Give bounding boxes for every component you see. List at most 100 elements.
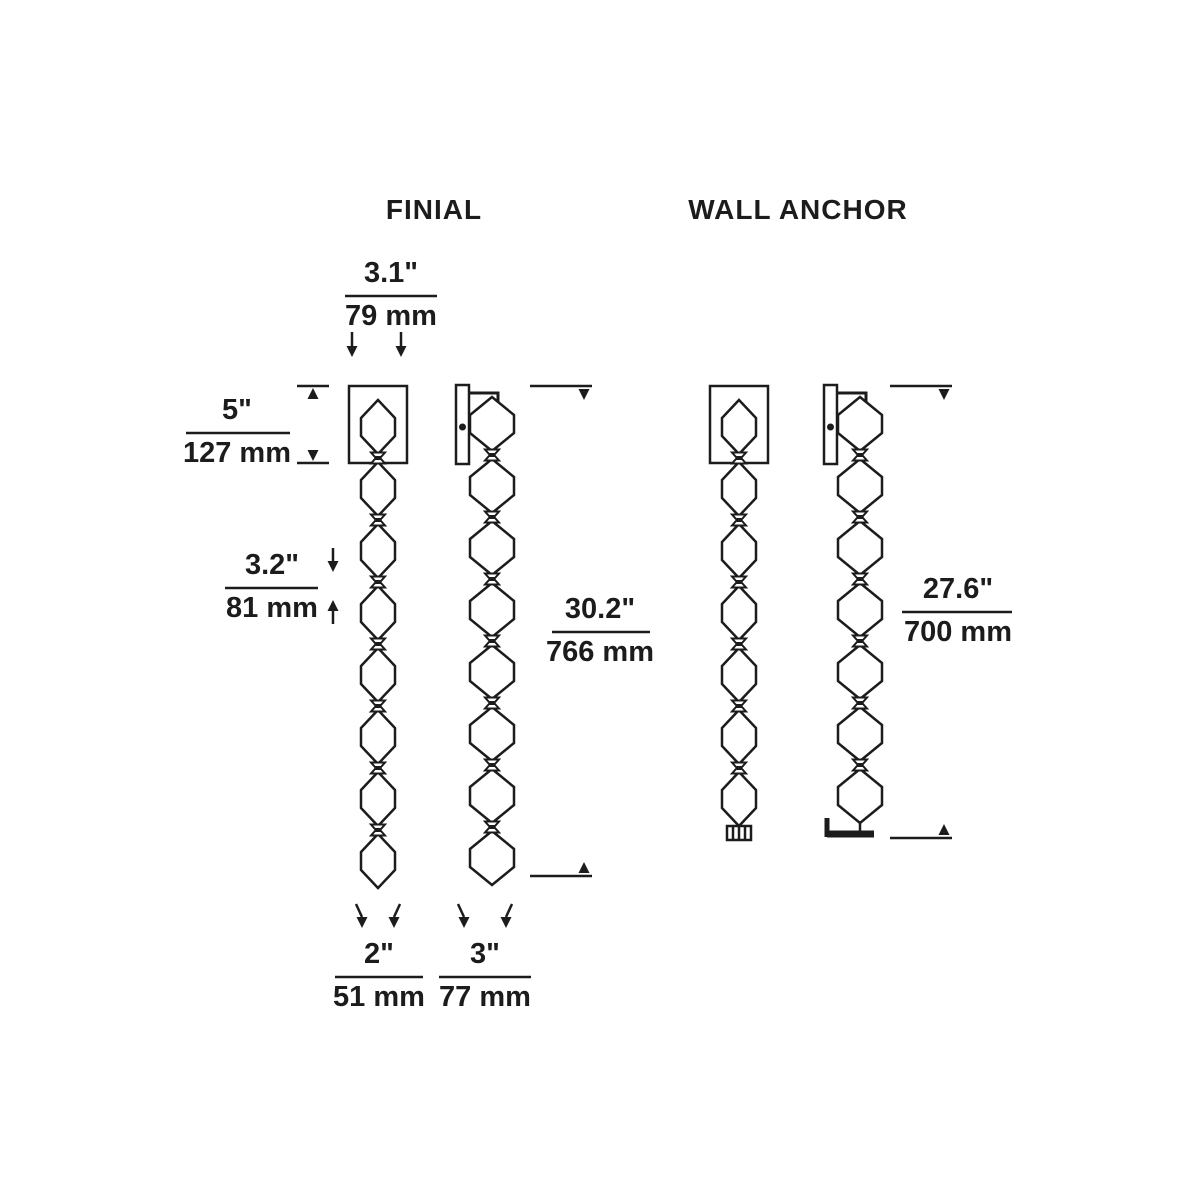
knot — [852, 510, 868, 524]
arrowhead-down — [327, 561, 339, 572]
knot — [731, 451, 747, 465]
bead — [720, 646, 758, 704]
dim-mount-width: 3.1" 79 mm — [345, 257, 437, 357]
bead — [720, 460, 758, 518]
knot — [731, 761, 747, 775]
bead — [359, 522, 397, 580]
wall-anchor-arm — [824, 818, 874, 838]
bead — [359, 460, 397, 518]
bead — [720, 584, 758, 642]
screw-dot — [827, 423, 834, 431]
dim-mm-label: 766 mm — [546, 636, 654, 668]
dim-mm-label: 81 mm — [226, 592, 318, 624]
knot — [731, 575, 747, 589]
knot — [731, 699, 747, 713]
dim-inches-label: 3" — [470, 938, 500, 970]
bead — [468, 457, 516, 515]
bead — [720, 770, 758, 828]
bead — [836, 705, 884, 763]
knot — [484, 448, 500, 462]
dim-inches-label: 5" — [222, 394, 252, 426]
dim-mm-label: 700 mm — [904, 616, 1012, 648]
knot — [484, 696, 500, 710]
arrowhead-down — [500, 917, 512, 928]
arrowhead-down — [578, 389, 590, 400]
knot — [484, 820, 500, 834]
finial-side-view — [454, 383, 516, 887]
arrowhead-up — [307, 388, 319, 399]
finial-front-view — [347, 384, 409, 890]
knot — [731, 637, 747, 651]
bead — [468, 767, 516, 825]
arrowhead-down — [395, 346, 407, 357]
dim-inches-label: 27.6" — [923, 573, 993, 605]
dim-segment-height: 3.2" 81 mm — [225, 548, 339, 624]
bead — [359, 832, 397, 890]
arrowhead-down — [388, 917, 400, 928]
bead — [720, 398, 758, 456]
knot — [370, 823, 386, 837]
bead — [720, 708, 758, 766]
knot — [852, 758, 868, 772]
bead — [836, 395, 884, 453]
knot — [731, 513, 747, 527]
dim-finial-overall: 30.2" 766 mm — [530, 384, 654, 878]
screw-dot — [459, 423, 466, 431]
knot — [484, 634, 500, 648]
wall-anchor-title: WALL ANCHOR — [688, 194, 907, 225]
anchor-front-view — [708, 384, 770, 842]
knot — [852, 696, 868, 710]
bead — [359, 770, 397, 828]
dim-mm-label: 127 mm — [183, 437, 291, 469]
arrowhead-down — [356, 917, 368, 928]
anchor-side-view — [822, 383, 884, 838]
knot — [484, 510, 500, 524]
knot — [370, 575, 386, 589]
knot — [852, 448, 868, 462]
bead — [836, 643, 884, 701]
dim-mm-label: 77 mm — [439, 981, 531, 1013]
bead — [359, 584, 397, 642]
finial-title: FINIAL — [386, 194, 482, 225]
arrowhead-down — [346, 346, 358, 357]
bead — [468, 395, 516, 453]
knot — [484, 572, 500, 586]
bead — [359, 398, 397, 456]
dim-inches-label: 3.2" — [245, 549, 299, 581]
bead — [836, 767, 884, 825]
bead — [836, 457, 884, 515]
bead — [836, 581, 884, 639]
dim-inches-label: 3.1" — [364, 257, 418, 289]
dim-mm-label: 51 mm — [333, 981, 425, 1013]
wall-anchor-foot — [725, 824, 753, 842]
arrowhead-up — [938, 824, 950, 835]
knot — [370, 513, 386, 527]
dim-mount-height: 5" 127 mm — [183, 384, 329, 469]
knot — [370, 699, 386, 713]
bead — [468, 705, 516, 763]
bead — [359, 646, 397, 704]
bead — [468, 519, 516, 577]
bead — [359, 708, 397, 766]
bead — [720, 522, 758, 580]
dim-anchor-overall: 27.6" 700 mm — [890, 384, 1012, 840]
bead — [468, 829, 516, 887]
dim-inches-label: 30.2" — [565, 593, 635, 625]
knot — [852, 572, 868, 586]
arrowhead-down — [307, 450, 319, 461]
dim-inches-label: 2" — [364, 938, 394, 970]
bead — [468, 581, 516, 639]
arrowhead-down — [938, 389, 950, 400]
dim-front-width: 2" 51 mm — [333, 903, 425, 1013]
knot — [370, 761, 386, 775]
bead — [836, 519, 884, 577]
arrowhead-up — [578, 862, 590, 873]
dim-mm-label: 79 mm — [345, 300, 437, 332]
dim-side-depth: 3" 77 mm — [439, 903, 531, 1013]
knot — [370, 451, 386, 465]
arrowhead-up — [327, 600, 339, 611]
knot — [852, 634, 868, 648]
arrowhead-down — [458, 917, 470, 928]
